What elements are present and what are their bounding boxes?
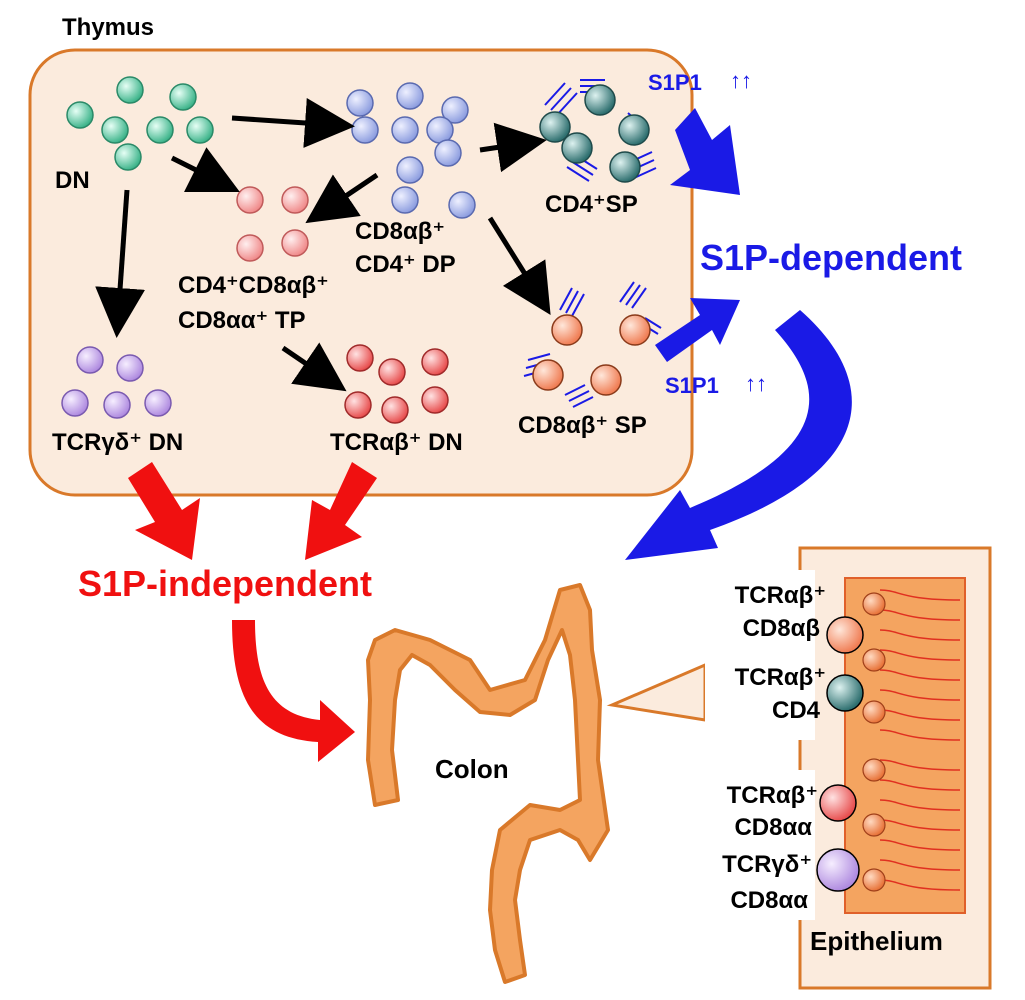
dp-label-line2: CD4⁺ DP	[355, 251, 456, 278]
dn-label: DN	[55, 167, 90, 194]
colon-shape	[366, 583, 610, 984]
thymus-title: Thymus	[62, 14, 154, 41]
epithelium-folds	[879, 589, 961, 891]
zoom-wedge	[606, 662, 707, 722]
s1p-dependent-label: S1P-dependent	[700, 237, 962, 278]
cd4sp-label: CD4⁺SP	[545, 191, 638, 218]
gd-dn-cell-cluster	[61, 346, 172, 419]
arrow-dn-to-tp	[170, 147, 240, 192]
red-arrow-to-colon	[232, 620, 355, 762]
dn-cell-cluster	[66, 76, 214, 171]
cd8sp-label: CD8αβ⁺ SP	[518, 412, 647, 439]
iel-cd4-cell	[826, 674, 864, 712]
iel-cd4-line1: TCRαβ⁺	[735, 664, 826, 691]
arrow-dn-to-dp	[231, 98, 355, 148]
gd-dn-label: TCRγδ⁺ DN	[52, 429, 183, 456]
blue-arrow-cd8	[655, 298, 740, 362]
s1p1-bottom-label: S1P1	[665, 373, 719, 398]
tp-cell-cluster	[236, 186, 309, 262]
iel-cd8aa-line2: CD8αα	[734, 814, 812, 841]
blue-arrow-to-colon	[625, 310, 852, 560]
blue-arrow-cd4	[670, 108, 740, 195]
arrow-dp-to-cd4sp	[479, 122, 547, 173]
epithelium-title: Epithelium	[810, 926, 943, 956]
s1p-independent-label: S1P-independent	[78, 563, 372, 604]
dp-cell-cluster	[346, 82, 476, 219]
iel-cd8ab-line2: CD8αβ	[743, 615, 820, 642]
iel-gd-line2: CD8αα	[730, 887, 808, 914]
development-arrows	[95, 98, 551, 392]
s1p1-top-label: S1P1	[648, 70, 702, 95]
cd8sp-cell-cluster	[523, 281, 662, 408]
arrow-tp-to-abdn	[281, 342, 347, 392]
iel-cd8ab-line1: TCRαβ⁺	[735, 582, 826, 609]
iel-cd4-line2: CD4	[772, 697, 821, 724]
red-arrow-ab	[305, 462, 377, 560]
iel-cd8aa-line1: TCRαβ⁺	[727, 782, 818, 809]
tp-label-line2: CD8αα⁺ TP	[178, 307, 306, 334]
epithelial-cells	[862, 592, 886, 892]
s1p1-bottom-arrows-icon: ↑↑	[745, 371, 767, 396]
arrow-dp-to-cd8sp	[487, 216, 551, 315]
ab-dn-label: TCRαβ⁺ DN	[330, 429, 463, 456]
red-arrow-gd	[128, 462, 200, 560]
arrow-dn-to-gd	[95, 189, 146, 338]
dp-label-line1: CD8αβ⁺	[355, 218, 445, 245]
epi-label-bg-bottom	[700, 770, 815, 920]
iel-cd8aa-cell	[819, 784, 857, 822]
s1p-independent-arrows	[128, 462, 377, 762]
cd4sp-cell-cluster	[539, 79, 657, 183]
s1p1-top-arrows-icon: ↑↑	[730, 68, 752, 93]
tp-label-line1: CD4⁺CD8αβ⁺	[178, 272, 329, 299]
s1p-dependent-arrows	[625, 108, 852, 560]
iel-gd-line1: TCRγδ⁺	[722, 851, 812, 878]
epithelium-layer	[844, 577, 966, 914]
iel-cd8ab-cell	[826, 616, 864, 654]
colon-label: Colon	[435, 754, 509, 784]
arrow-dp-to-tp	[305, 172, 379, 224]
epi-label-bg-top	[705, 570, 815, 740]
ab-dn-cell-cluster	[344, 344, 449, 424]
iel-gd-cell	[816, 848, 860, 892]
